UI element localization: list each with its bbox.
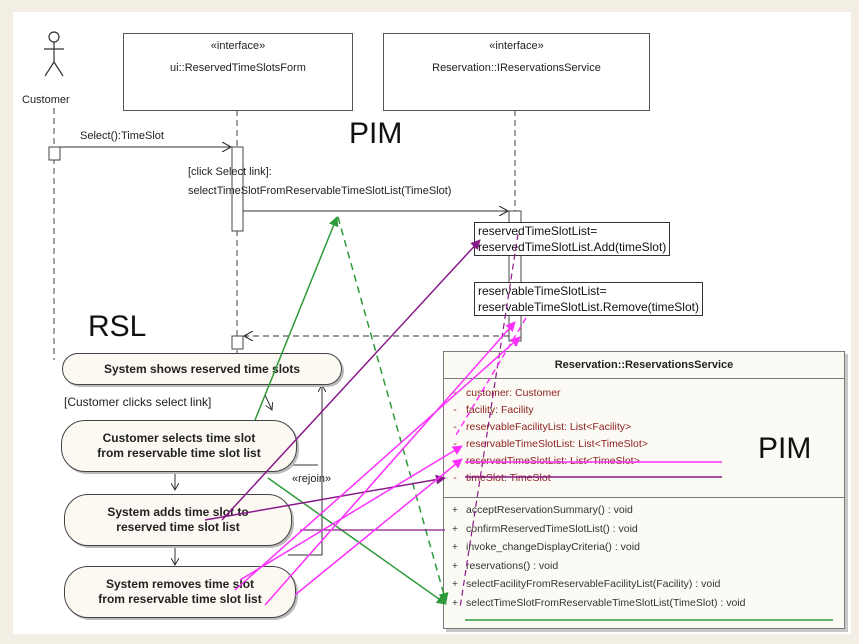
class-attribute-row: -timeSlot: TimeSlot [444, 472, 551, 484]
select-message-label: Select():TimeSlot [80, 130, 164, 142]
class-operation-text: invoke_changeDisplayCriteria() : void [466, 541, 640, 553]
rsl-step-removes-text: System removes time slot from reservable… [98, 577, 262, 606]
customer-actor-icon [44, 31, 64, 77]
class-attribute-text: customer: Customer [466, 387, 561, 399]
rsl-step-selects-text: Customer selects time slot from reservab… [97, 431, 261, 460]
class-operation-text: selectTimeSlotFromReservableTimeSlotList… [466, 596, 746, 609]
rsl-step-shows-text: System shows reserved time slots [103, 361, 301, 376]
class-operation-row: + acceptReservationSummary() : void [444, 504, 633, 516]
click-link-label: [Customer clicks select link] [64, 395, 212, 409]
visibility-marker: - [453, 421, 457, 433]
trace-purple-add-attr [204, 474, 446, 521]
visibility-marker: + [451, 596, 459, 609]
class-attribute-row: -reservableTimeSlotList: List<TimeSlot> [444, 438, 648, 450]
trace-magenta-dashed [455, 317, 527, 436]
visibility-marker: - [453, 472, 457, 484]
reserved-note: reservedTimeSlotList= reservedTimeSlotLi… [474, 222, 671, 256]
trace-magenta-remove-note-2 [234, 336, 521, 591]
trace-magenta-remove-attr-2 [294, 458, 463, 596]
reservable-note: reservableTimeSlotList= reservableTimeSl… [474, 282, 703, 316]
trace-magenta-remove-attr [239, 445, 463, 581]
form-activation-return [231, 335, 244, 350]
visibility-marker: + [451, 559, 459, 572]
rejoin-label: «rejoin» [292, 473, 332, 485]
class-attribute-text: reservableFacilityList: List<Facility> [466, 421, 632, 433]
reserved-note-line2: reservedTimeSlotList.Add(timeSlot) [478, 240, 667, 254]
rejoin-line [288, 385, 322, 556]
class-operation-row: + reservations() : void [444, 560, 558, 572]
class-operation-row: + confirmReservedTimeSlotList() : void [444, 523, 638, 535]
class-attribute-text: reservableTimeSlotList: List<TimeSlot> [466, 438, 648, 450]
class-attribute-row: -reservableFacilityList: List<Facility> [444, 421, 631, 433]
class-operation-row: + invoke_changeDisplayCriteria() : void [444, 541, 640, 553]
reserved-note-line1: reservedTimeSlotList= [478, 224, 598, 238]
customer-label: Customer [22, 94, 70, 106]
class-operation-text: confirmReservedTimeSlotList() : void [466, 522, 638, 535]
rsl-step-adds: System adds time slot to reserved time s… [64, 494, 292, 546]
class-attribute-text: timeSlot: TimeSlot [466, 472, 551, 484]
class-attribute-row: -customer: Customer [444, 387, 561, 399]
visibility-marker: + [451, 504, 459, 516]
rsl-flow-0 [264, 394, 272, 410]
rsl-step-selects: Customer selects time slot from reservab… [61, 420, 297, 472]
visibility-marker: - [453, 387, 457, 399]
class-operation-text: acceptReservationSummary() : void [466, 504, 633, 516]
call-message-label: selectTimeSlotFromReservableTimeSlotList… [188, 185, 452, 197]
class-operation-text: reservations() : void [466, 559, 559, 572]
form-activation [231, 146, 244, 232]
form-name: ui::ReservedTimeSlotsForm [170, 62, 306, 74]
class-operation-row: + selectFacilityFromReservableFacilityLis… [444, 578, 720, 590]
class-attribute-row: -facility: Facility [444, 404, 534, 416]
guard-label: [click Select link]: [188, 166, 272, 178]
visibility-marker: + [451, 578, 459, 590]
pim-top-label: PIM [349, 117, 403, 150]
service-stereotype: «interface» [489, 40, 544, 52]
class-attributes: -customer: Customer-facility: Facility-r… [444, 379, 844, 498]
form-stereotype: «interface» [210, 40, 266, 52]
trace-purple-add-note [221, 239, 481, 521]
rsl-step-removes: System removes time slot from reservable… [64, 566, 296, 618]
visibility-marker: + [451, 522, 459, 535]
trace-magenta-remove-note [264, 321, 516, 606]
form-lifeline-head: «interface» ui::ReservedTimeSlotsForm [123, 33, 353, 111]
class-operation-row: + selectTimeSlotFromReservableTimeSlotLis… [444, 597, 746, 609]
service-lifeline-head: «interface» Reservation::IReservationsSe… [383, 33, 650, 111]
reservations-service-class: Reservation::ReservationsService -custom… [443, 351, 845, 629]
trace-purple-dashed [459, 233, 519, 609]
reservable-note-line2: reservableTimeSlotList.Remove(timeSlot) [478, 300, 699, 314]
trace-green-select-to-call [254, 216, 339, 421]
pim-class-label: PIM [758, 432, 812, 465]
customer-activation [48, 146, 61, 161]
class-operation-text: selectFacilityFromReservableFacilityList… [466, 578, 721, 590]
class-attribute-text: reservedTimeSlotList: List<TimeSlot> [466, 455, 640, 467]
class-name: Reservation::ReservationsService [444, 352, 844, 379]
class-attribute-text: facility: Facility [466, 404, 534, 416]
visibility-marker: - [453, 438, 457, 450]
service-name: Reservation::IReservationsService [432, 62, 601, 74]
trace-green-select-to-op [267, 477, 447, 605]
rsl-step-shows: System shows reserved time slots [62, 353, 342, 385]
rsl-label: RSL [88, 310, 147, 343]
visibility-marker: - [453, 404, 457, 416]
visibility-marker: + [451, 541, 459, 553]
trace-green-dashed [337, 216, 449, 603]
rsl-step-adds-text: System adds time slot to reserved time s… [107, 505, 249, 534]
